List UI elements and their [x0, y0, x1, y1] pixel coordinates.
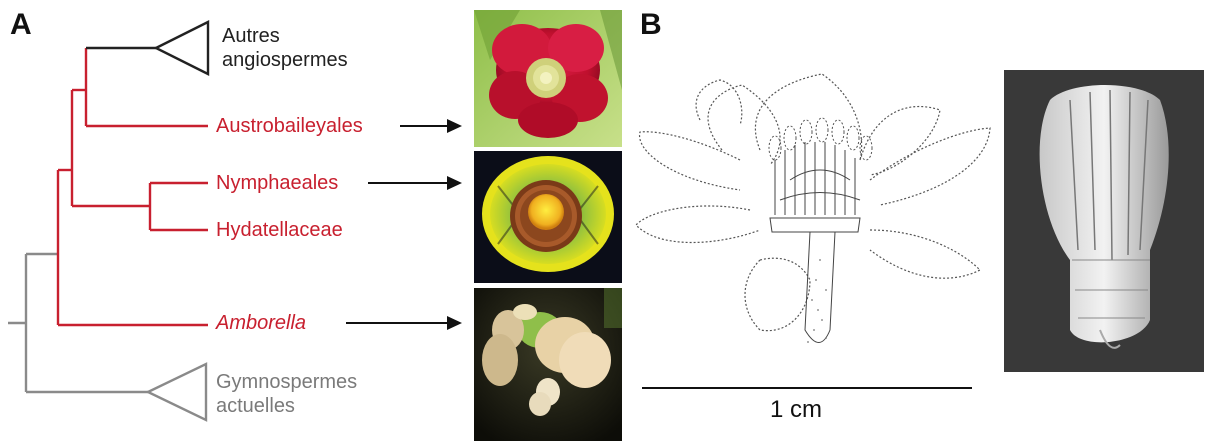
label-other-angiosperms: Autres angiospermes [222, 24, 348, 72]
label-austrobaileyales: Austrobaileyales [216, 114, 363, 138]
arrows [346, 119, 462, 330]
photo-nymphaeales [474, 151, 622, 283]
photo-austrobaileyales [474, 10, 622, 147]
arrow-austrobaileyales [447, 119, 462, 133]
label-gymnosperms: Gymnospermes actuelles [216, 370, 357, 418]
fossil-flower-drawing [636, 74, 990, 331]
arrow-nymphaeales [447, 176, 462, 190]
angiosperm-clade-triangle [156, 22, 208, 74]
fossil-stamens [770, 142, 860, 343]
angiosperm-branches [58, 48, 208, 325]
gymnosperm-clade-triangle [148, 364, 206, 420]
sem-fossil-photo [1004, 70, 1204, 372]
scale-bar-label: 1 cm [770, 396, 822, 424]
fossil-anthers [769, 118, 872, 160]
arrow-amborella [447, 316, 462, 330]
label-amborella: Amborella [216, 311, 306, 335]
label-hydatellaceae: Hydatellaceae [216, 218, 343, 242]
label-nymphaeales: Nymphaeales [216, 171, 338, 195]
outgroup-branches [8, 254, 206, 420]
fossil-stipple [807, 259, 827, 343]
photo-amborella [474, 288, 622, 441]
crown-branch [86, 22, 208, 74]
